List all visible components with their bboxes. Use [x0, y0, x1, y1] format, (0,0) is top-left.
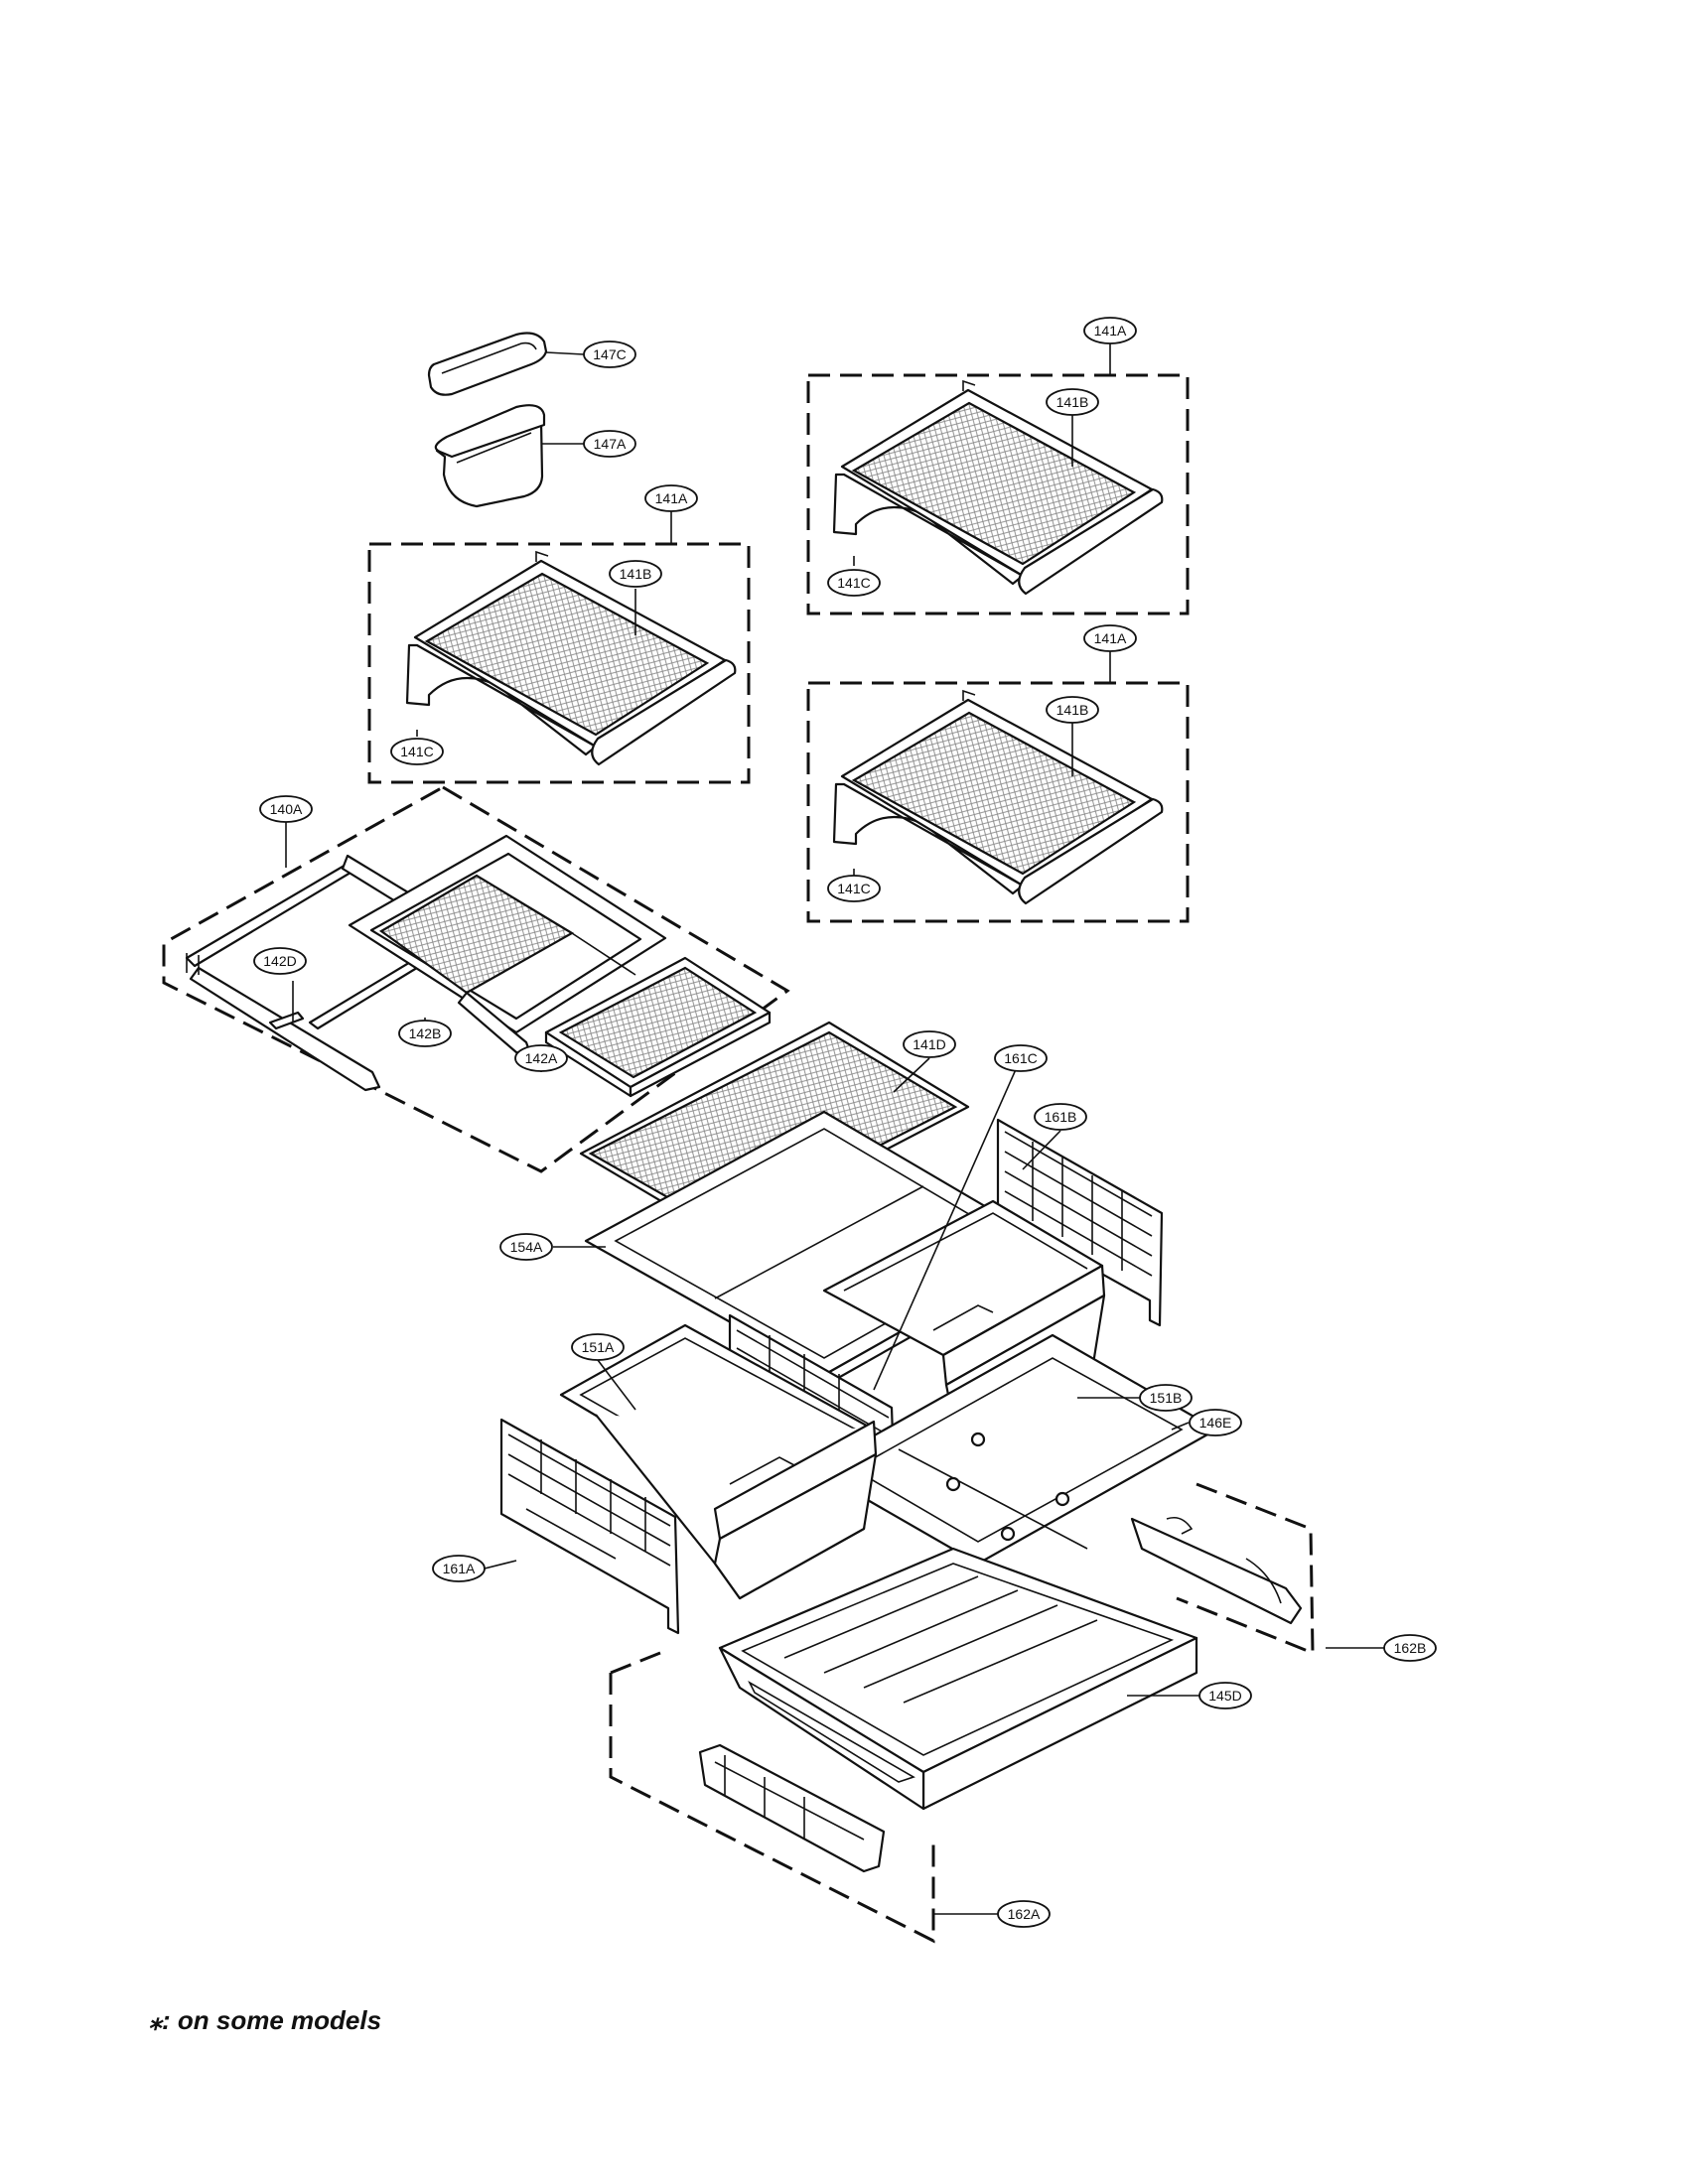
- callout-162b: 162B: [1383, 1634, 1437, 1662]
- svg-text:146E: 146E: [1199, 1415, 1232, 1431]
- svg-text:141C: 141C: [837, 575, 870, 591]
- drawer-rail-assembly-162a: [609, 1651, 935, 1944]
- shelf-141-top-right: [832, 379, 1164, 596]
- glass-cover-141d: [579, 1021, 970, 1238]
- svg-text:141C: 141C: [837, 881, 870, 896]
- bin-lid-147c: [427, 332, 548, 396]
- side-divider-161a: [499, 1418, 680, 1635]
- shelf-assembly-141a-mid-right: [806, 681, 1190, 923]
- svg-text:161A: 161A: [443, 1561, 476, 1576]
- svg-text:142B: 142B: [409, 1025, 442, 1041]
- svg-text:141A: 141A: [1094, 323, 1127, 339]
- svg-text:161B: 161B: [1045, 1109, 1077, 1125]
- bin-147a: [434, 404, 546, 508]
- svg-text:151A: 151A: [582, 1339, 615, 1355]
- sliding-shelf-assembly-140a: [162, 785, 790, 1173]
- callout-141d: 141D: [903, 1030, 956, 1058]
- shelf-frame-142b: [348, 834, 667, 1058]
- callout-142b: 142B: [398, 1020, 452, 1047]
- drawer-rail-assembly-162b: [1130, 1482, 1315, 1656]
- callout-141a-top-right: 141A: [1083, 317, 1137, 344]
- callout-154a: 154A: [499, 1233, 553, 1261]
- rear-divider-161b: [996, 1118, 1164, 1327]
- callout-147c: 147C: [583, 341, 636, 368]
- callout-141a-mid-right: 141A: [1083, 624, 1137, 652]
- bottom-drawer-145d: [718, 1547, 1198, 1811]
- svg-text:140A: 140A: [270, 801, 303, 817]
- leader-lines: [285, 343, 1384, 1915]
- svg-text:141A: 141A: [1094, 630, 1127, 646]
- svg-text:141D: 141D: [913, 1036, 945, 1052]
- svg-text:142A: 142A: [525, 1050, 558, 1066]
- svg-text:162A: 162A: [1008, 1906, 1041, 1922]
- callout-147a: 147A: [583, 430, 636, 458]
- callout-141c-top-right: 141C: [827, 569, 881, 597]
- glass-shelf-142a: [544, 956, 772, 1098]
- svg-text:141B: 141B: [1056, 702, 1089, 718]
- callout-161a: 161A: [432, 1555, 486, 1582]
- svg-text:141C: 141C: [400, 744, 433, 759]
- svg-text:162B: 162B: [1394, 1640, 1427, 1656]
- callout-141b-left: 141B: [609, 560, 662, 588]
- shelf-assembly-141a-left: [367, 542, 751, 784]
- callout-141a-left: 141A: [644, 484, 698, 512]
- callout-161c: 161C: [994, 1044, 1048, 1072]
- shelf-141-left: [405, 550, 737, 766]
- svg-text:151B: 151B: [1150, 1390, 1183, 1406]
- svg-text:142D: 142D: [263, 953, 296, 969]
- callout-162a: 162A: [997, 1900, 1051, 1928]
- svg-text:154A: 154A: [510, 1239, 543, 1255]
- callout-142d: 142D: [253, 947, 307, 975]
- svg-text:145D: 145D: [1208, 1688, 1241, 1704]
- footnote: ⁎: on some models: [149, 2005, 382, 2035]
- callout-151b: 151B: [1139, 1384, 1193, 1412]
- crisper-drawer-151a: [559, 1323, 878, 1600]
- callout-146e: 146E: [1189, 1409, 1242, 1436]
- callout-141c-left: 141C: [390, 738, 444, 765]
- svg-text:141A: 141A: [655, 490, 688, 506]
- svg-text:161C: 161C: [1004, 1050, 1037, 1066]
- callout-141b-mid-right: 141B: [1046, 696, 1099, 724]
- callout-140a: 140A: [259, 795, 313, 823]
- callout-161b: 161B: [1034, 1103, 1087, 1131]
- shelf-assembly-141a-top-right: [806, 373, 1190, 615]
- callout-145d: 145D: [1198, 1682, 1252, 1709]
- shelf-141-mid-right: [832, 689, 1164, 905]
- callout-141b-top-right: 141B: [1046, 388, 1099, 416]
- svg-text:147A: 147A: [594, 436, 627, 452]
- svg-text:141B: 141B: [620, 566, 652, 582]
- svg-text:147C: 147C: [593, 346, 626, 362]
- callout-141c-mid-right: 141C: [827, 875, 881, 902]
- callout-151a: 151A: [571, 1333, 625, 1361]
- svg-text:141B: 141B: [1056, 394, 1089, 410]
- callout-142a: 142A: [514, 1044, 568, 1072]
